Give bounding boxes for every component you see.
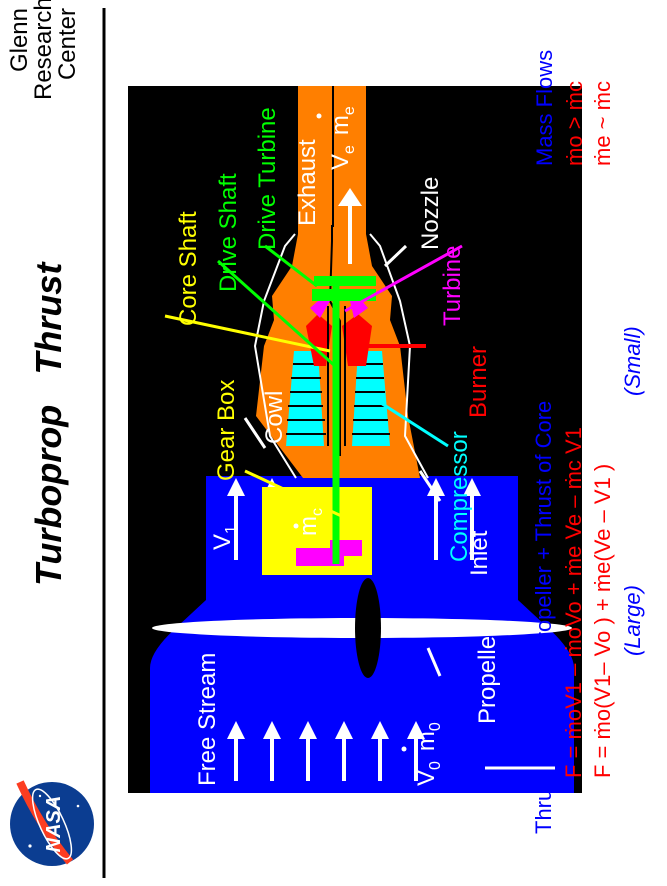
cowl-outline-top xyxy=(253,233,297,479)
propeller-spinner xyxy=(355,578,381,678)
drive-turbine xyxy=(312,276,376,301)
label-mc: mc xyxy=(295,508,326,536)
drive-shaft-pointer xyxy=(216,259,337,368)
equation-line-2: F = ṁoV1 – ṁoVo + ṁe Ve – ṁc V1 xyxy=(561,427,586,778)
flow-arrow xyxy=(407,721,425,781)
gear-box-pointer xyxy=(244,469,351,522)
flow-arrow xyxy=(263,721,281,781)
label-cowl: Cowl xyxy=(261,391,288,444)
label-core-shaft: Core Shaft xyxy=(175,211,202,326)
me-dot xyxy=(316,113,322,119)
cowl-pointer xyxy=(243,417,267,449)
flow-arrow xyxy=(335,721,353,781)
label-v1: V1 xyxy=(209,525,240,550)
exhaust-arrow xyxy=(338,188,362,264)
mass-flows-line-2: ṁe ~ ṁc xyxy=(590,81,615,166)
m0-dot xyxy=(401,746,407,752)
label-gear-box: Gear Box xyxy=(213,380,240,481)
label-propeller: Propeller xyxy=(474,628,501,724)
burner-cans xyxy=(306,314,372,366)
label-burner: Burner xyxy=(465,346,492,418)
mass-flows-title: Mass Flows xyxy=(532,50,557,166)
flow-arrow xyxy=(227,721,245,781)
flow-arrow xyxy=(227,478,245,560)
propeller-pointer xyxy=(426,647,442,677)
flow-arrow xyxy=(427,478,445,560)
core-shaft-pointer xyxy=(164,314,331,353)
nasa-logo-text: NASA xyxy=(43,796,65,853)
cowl-outline-bottom xyxy=(369,233,429,479)
flow-arrow xyxy=(299,721,317,781)
nasa-logo-icon: NASA xyxy=(10,780,94,866)
label-nozzle: Nozzle xyxy=(417,177,444,250)
nozzle-pointer xyxy=(383,244,408,268)
label-inlet: Inlet xyxy=(466,530,493,576)
label-large: (Large) xyxy=(620,585,645,656)
label-drive-shaft: Drive Shaft xyxy=(215,173,242,292)
compressor-pointer xyxy=(369,394,449,448)
label-free-stream: Free Stream xyxy=(194,653,221,786)
label-v0-m0: V0m0 xyxy=(413,722,444,786)
label-turbine: Turbine xyxy=(439,246,466,326)
gear-box-gear xyxy=(296,540,362,566)
drive-turbine-pointer xyxy=(264,244,318,288)
flow-arrow xyxy=(463,478,481,560)
label-drive-turbine: Drive Turbine xyxy=(254,107,281,250)
compressor-stages xyxy=(286,351,390,446)
turbine-pointer xyxy=(344,244,463,313)
equation-line-1: Thrust = Thrust of Propeller + Thrust of… xyxy=(531,401,556,834)
label-small: (Small) xyxy=(620,326,645,396)
label-compressor: Compressor xyxy=(446,431,473,562)
label-ve-me: Veme xyxy=(327,106,358,170)
mc-dot xyxy=(293,523,299,529)
mass-flows-line-1: ṁo > ṁc xyxy=(562,81,587,166)
equation-line-3: F = ṁo(V1– Vo ) + ṁe(Ve – V1 ) xyxy=(590,464,615,778)
inlet-pointer xyxy=(418,470,442,502)
label-exhaust: Exhaust xyxy=(294,139,321,226)
flow-arrow xyxy=(371,721,389,781)
